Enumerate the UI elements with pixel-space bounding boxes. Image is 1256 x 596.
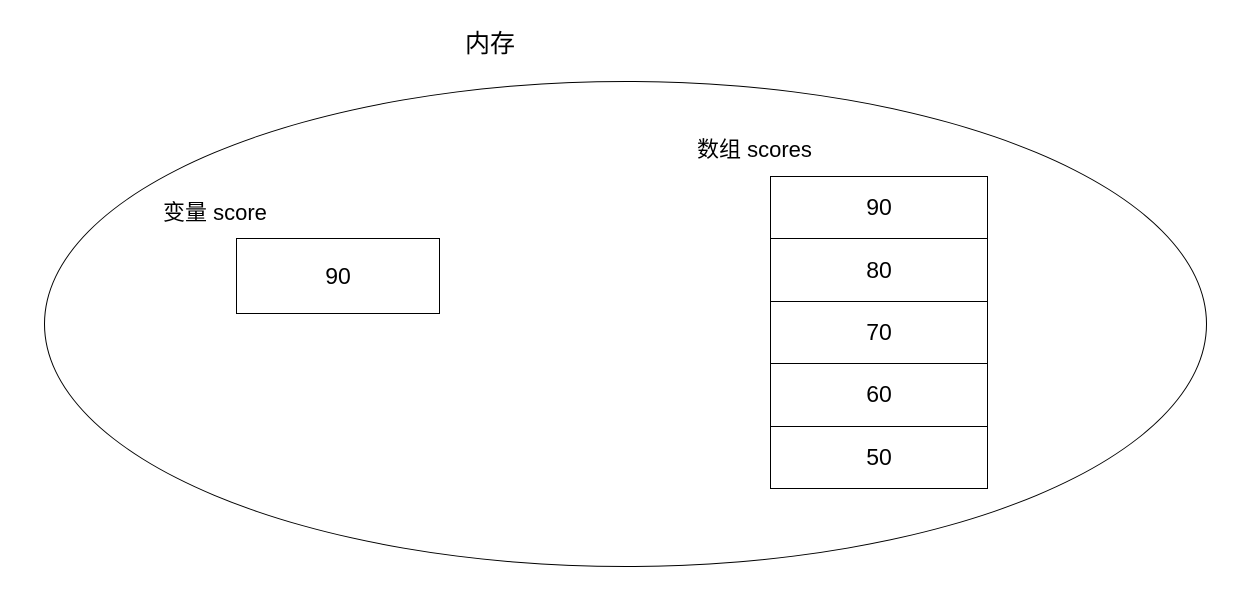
- array-cell-value: 70: [866, 319, 892, 346]
- memory-ellipse: [44, 81, 1207, 567]
- variable-box: 90: [236, 238, 440, 314]
- array-label: 数组 scores: [697, 137, 812, 162]
- array-cell-value: 80: [866, 256, 892, 283]
- array-cell: 50: [771, 427, 987, 488]
- diagram-title: 内存: [464, 30, 515, 58]
- array-table: 90 80 70 60 50: [770, 176, 988, 489]
- variable-label: 变量 score: [163, 200, 267, 225]
- array-cell-value: 90: [866, 194, 892, 221]
- array-cell: 90: [771, 177, 987, 240]
- array-cell-value: 60: [866, 381, 892, 408]
- array-cell-value: 50: [866, 443, 892, 470]
- array-cell: 60: [771, 364, 987, 427]
- array-cell: 80: [771, 239, 987, 302]
- variable-value: 90: [325, 262, 351, 289]
- array-cell: 70: [771, 302, 987, 365]
